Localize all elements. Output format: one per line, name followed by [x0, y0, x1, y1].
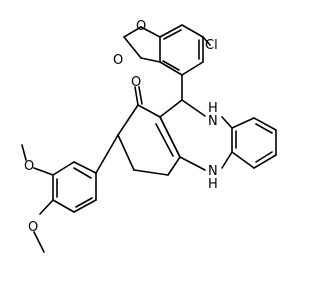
atom-o-methoxy-2: O [28, 220, 38, 235]
bond-cl [202, 36, 211, 46]
bond-methoxy-1-me [21, 144, 27, 161]
molecule-diagram: Cl O O O H N N H O O [21, 19, 277, 253]
diazepine-ring [159, 99, 233, 171]
atom-cl: Cl [205, 38, 218, 53]
bond-ketone-2 [138, 86, 143, 105]
atom-h-bottom: H [208, 177, 218, 192]
bond-ketone-1 [134, 86, 139, 106]
benzodioxole-ring [123, 24, 204, 76]
bond-methoxy-2 [39, 199, 54, 215]
atom-o-methoxy-1: O [24, 159, 34, 174]
bond-aryl-link [95, 134, 119, 174]
atom-o-ketone: O [131, 75, 141, 90]
cyclohexenone-ring [117, 104, 181, 176]
dimethoxyphenyl-ring [52, 161, 97, 213]
atom-o-dioxole-bottom: O [113, 53, 123, 68]
bond-methoxy-1 [33, 167, 54, 176]
atom-n-top: N [208, 114, 218, 129]
fused-benzene-ring [231, 117, 277, 169]
structure-svg: Cl O O O H N N H O O [21, 19, 277, 253]
atom-h-top: H [208, 101, 218, 116]
atom-o-dioxole-top: O [136, 19, 146, 34]
atom-n-bottom: N [208, 164, 218, 179]
bond-methoxy-2-me [33, 231, 45, 253]
